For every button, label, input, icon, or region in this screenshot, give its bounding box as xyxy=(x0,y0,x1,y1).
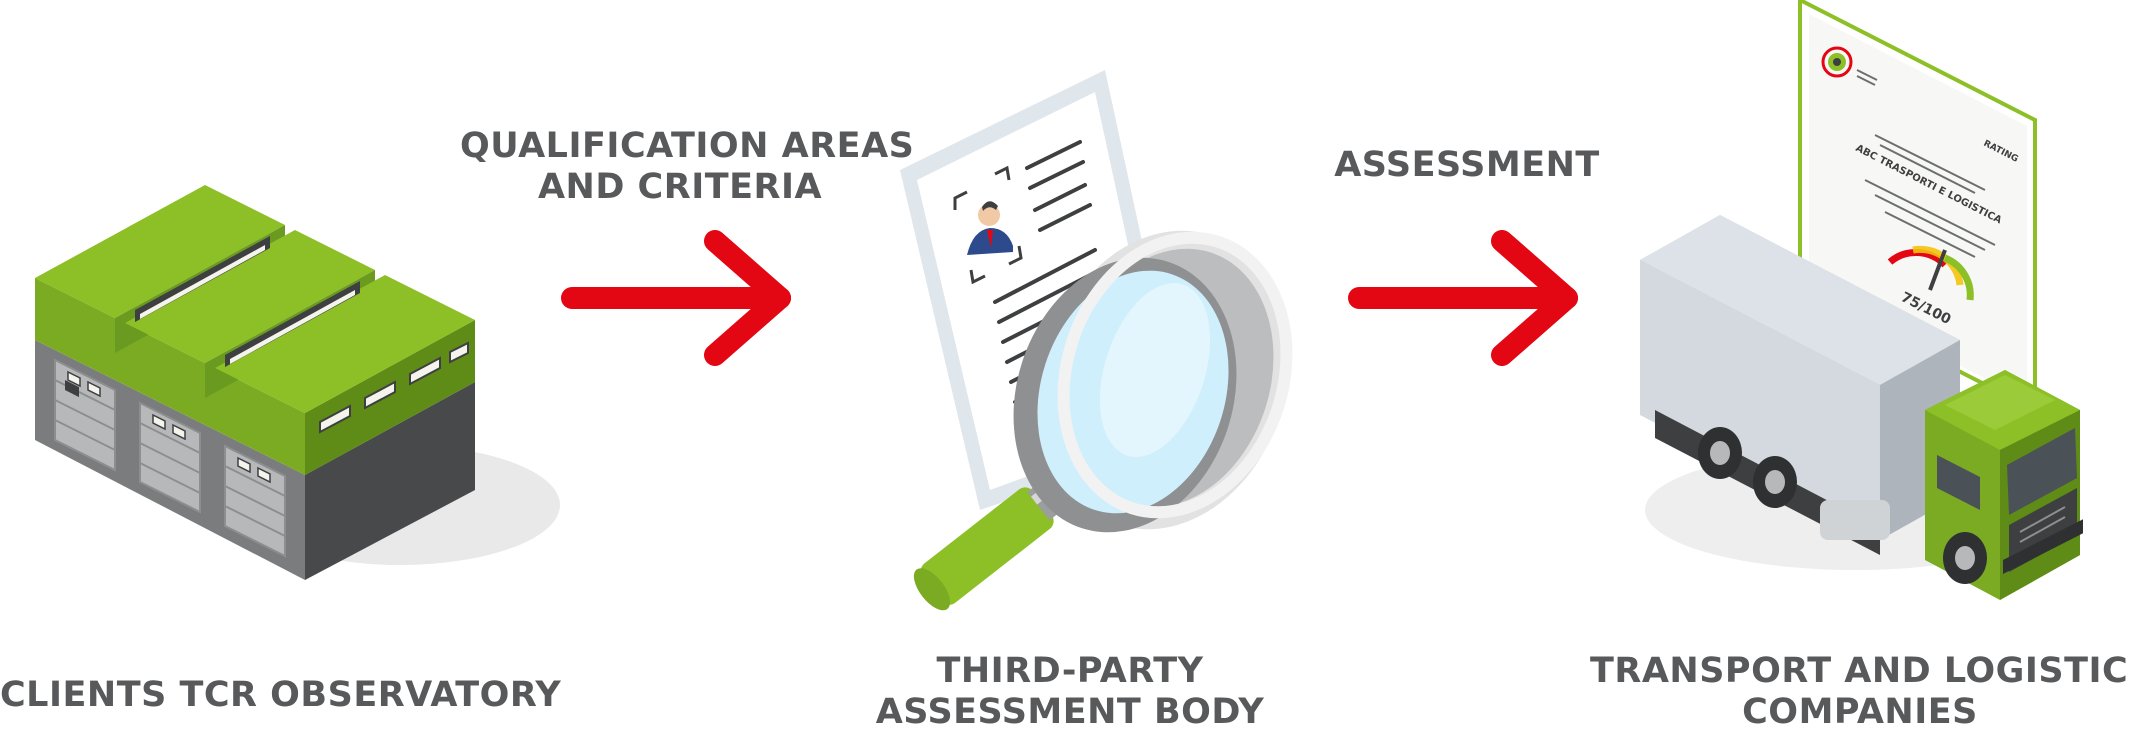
warehouse-icon xyxy=(35,185,560,580)
assessment-text: ASSESSMENT xyxy=(1334,145,1600,185)
arrow-right-icon xyxy=(561,230,791,366)
third-party-label: THIRD-PARTY ASSESSMENT BODY xyxy=(850,651,1290,733)
companies-line-1: TRANSPORT AND LOGISTICS xyxy=(1590,651,2130,691)
qualification-line-2: AND CRITERIA xyxy=(537,167,823,207)
magnifying-glass-icon xyxy=(913,230,1293,611)
qualification-areas-label: QUALIFICATION AREAS AND CRITERIA xyxy=(460,126,915,208)
clients-label: CLIENTS TCR OBSERVATORY xyxy=(0,675,562,716)
third-party-line-1: THIRD-PARTY xyxy=(936,651,1204,691)
third-party-line-2: ASSESSMENT BODY xyxy=(875,692,1265,732)
clients-text: CLIENTS TCR OBSERVATORY xyxy=(0,675,562,715)
assessment-label: ASSESSMENT xyxy=(1317,145,1617,186)
truck-icon xyxy=(1640,215,2083,600)
companies-label: TRANSPORT AND LOGISTICS COMPANIES xyxy=(1590,651,2130,733)
qualification-line-1: QUALIFICATION AREAS xyxy=(460,126,915,166)
companies-line-2: COMPANIES xyxy=(1742,692,1978,732)
arrow-right-icon xyxy=(1348,230,1578,366)
